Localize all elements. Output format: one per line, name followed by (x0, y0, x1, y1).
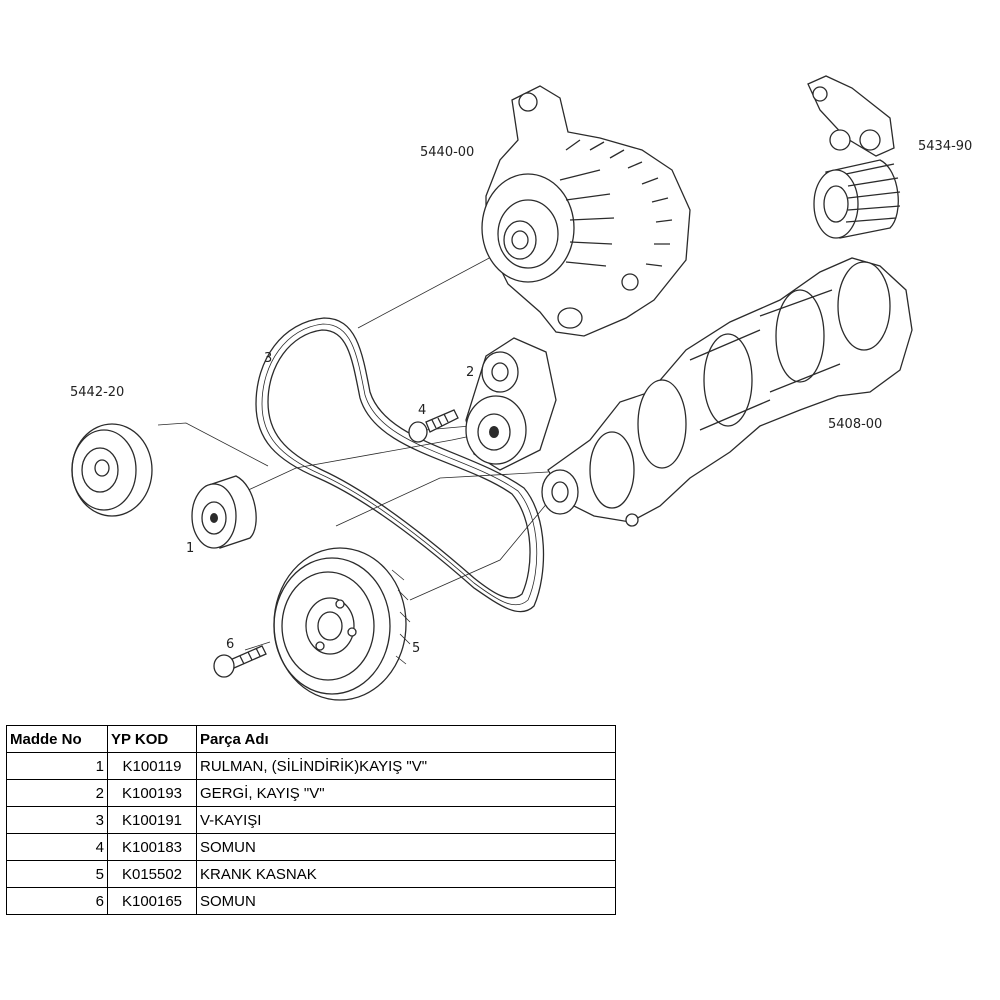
table-row: 1 K100119 RULMAN, (SİLİNDİRİK)KAYIŞ "V" (6, 752, 616, 780)
cell-part-name: SOMUN (196, 833, 616, 861)
cell-part-name: V-KAYIŞI (196, 806, 616, 834)
table-row: 3 K100191 V-KAYIŞI (6, 806, 616, 834)
crank-pulley (273, 547, 411, 701)
alternator (481, 85, 691, 337)
cell-part-name: KRANK KASNAK (196, 860, 616, 888)
pulley-5442-20 (71, 423, 153, 517)
table-row: 4 K100183 SOMUN (6, 833, 616, 861)
callout-1: 1 (186, 541, 194, 556)
cell-part-code: K100183 (107, 833, 197, 861)
header-part-name: Parça Adı (196, 725, 616, 753)
table-row: 5 K015502 KRANK KASNAK (6, 860, 616, 888)
cell-item-no: 6 (6, 887, 108, 915)
idler-assembly (807, 75, 901, 239)
callout-3: 3 (264, 351, 272, 366)
cell-part-code: K100191 (107, 806, 197, 834)
cell-part-code: K015502 (107, 860, 197, 888)
callout-4: 4 (418, 403, 426, 418)
callout-6: 6 (226, 637, 234, 652)
table-row: 6 K100165 SOMUN (6, 887, 616, 915)
callout-5: 5 (412, 641, 420, 656)
cell-part-name: GERGİ, KAYIŞ "V" (196, 779, 616, 807)
header-item-no: Madde No (6, 725, 108, 753)
crankshaft (541, 257, 913, 527)
callout-2: 2 (466, 365, 474, 380)
exploded-parts-diagram: 5440-00 5434-90 5442-20 5408-00 1 2 3 4 … (70, 75, 972, 701)
callout-alternator: 5440-00 (420, 145, 474, 160)
cell-part-name: RULMAN, (SİLİNDİRİK)KAYIŞ "V" (196, 752, 616, 780)
idler-pulley (191, 475, 257, 549)
table-row: 2 K100193 GERGİ, KAYIŞ "V" (6, 779, 616, 807)
bolt-6 (213, 645, 267, 678)
header-part-code: YP KOD (107, 725, 197, 753)
belt-tensioner (465, 337, 557, 471)
cell-part-code: K100193 (107, 779, 197, 807)
cell-part-name: SOMUN (196, 887, 616, 915)
v-belt (255, 317, 545, 613)
cell-item-no: 5 (6, 860, 108, 888)
callout-crankshaft: 5408-00 (828, 417, 882, 432)
table-header-row: Madde No YP KOD Parça Adı (6, 725, 616, 753)
callout-pulley-left: 5442-20 (70, 385, 124, 400)
parts-table: Madde No YP KOD Parça Adı 1 K100119 RULM… (6, 725, 616, 915)
callout-idler-assembly: 5434-90 (918, 139, 972, 154)
cell-item-no: 4 (6, 833, 108, 861)
cell-part-code: K100165 (107, 887, 197, 915)
bolt-4 (408, 409, 459, 443)
cell-item-no: 1 (6, 752, 108, 780)
cell-item-no: 2 (6, 779, 108, 807)
cell-item-no: 3 (6, 806, 108, 834)
cell-part-code: K100119 (107, 752, 197, 780)
